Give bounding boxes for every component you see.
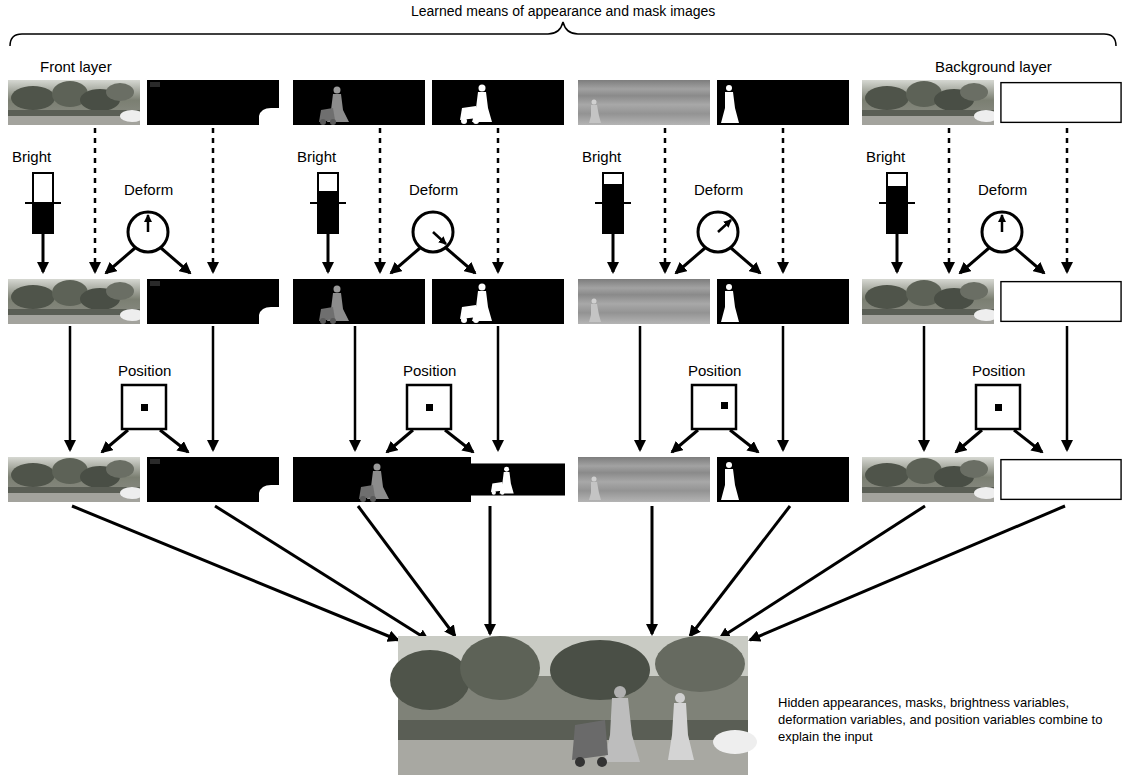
variable-label: Bright bbox=[582, 148, 621, 166]
variable-label: Deform bbox=[124, 181, 173, 199]
combine-arrows bbox=[72, 506, 1065, 640]
layer-label: Front layer bbox=[40, 58, 112, 76]
curly-brace bbox=[10, 22, 1116, 46]
variable-label: Deform bbox=[978, 181, 1027, 199]
variable-label: Deform bbox=[409, 181, 458, 199]
input-image bbox=[390, 636, 757, 775]
deform-needle bbox=[148, 215, 1002, 244]
variable-label: Bright bbox=[297, 148, 336, 166]
position-dot bbox=[141, 402, 1002, 411]
layer-label: Background layer bbox=[935, 58, 1052, 76]
variable-label: Position bbox=[118, 362, 171, 380]
explanation-note: Hidden appearances, masks, brightness va… bbox=[778, 695, 1108, 746]
variable-label: Position bbox=[688, 362, 741, 380]
layer-images bbox=[8, 80, 1121, 502]
variable-label: Position bbox=[972, 362, 1025, 380]
column-symbols bbox=[25, 128, 1067, 452]
variable-label: Bright bbox=[866, 148, 905, 166]
figure-title: Learned means of appearance and mask ima… bbox=[411, 3, 715, 20]
variable-label: Bright bbox=[12, 148, 51, 166]
variable-label: Deform bbox=[694, 181, 743, 199]
variable-label: Position bbox=[403, 362, 456, 380]
